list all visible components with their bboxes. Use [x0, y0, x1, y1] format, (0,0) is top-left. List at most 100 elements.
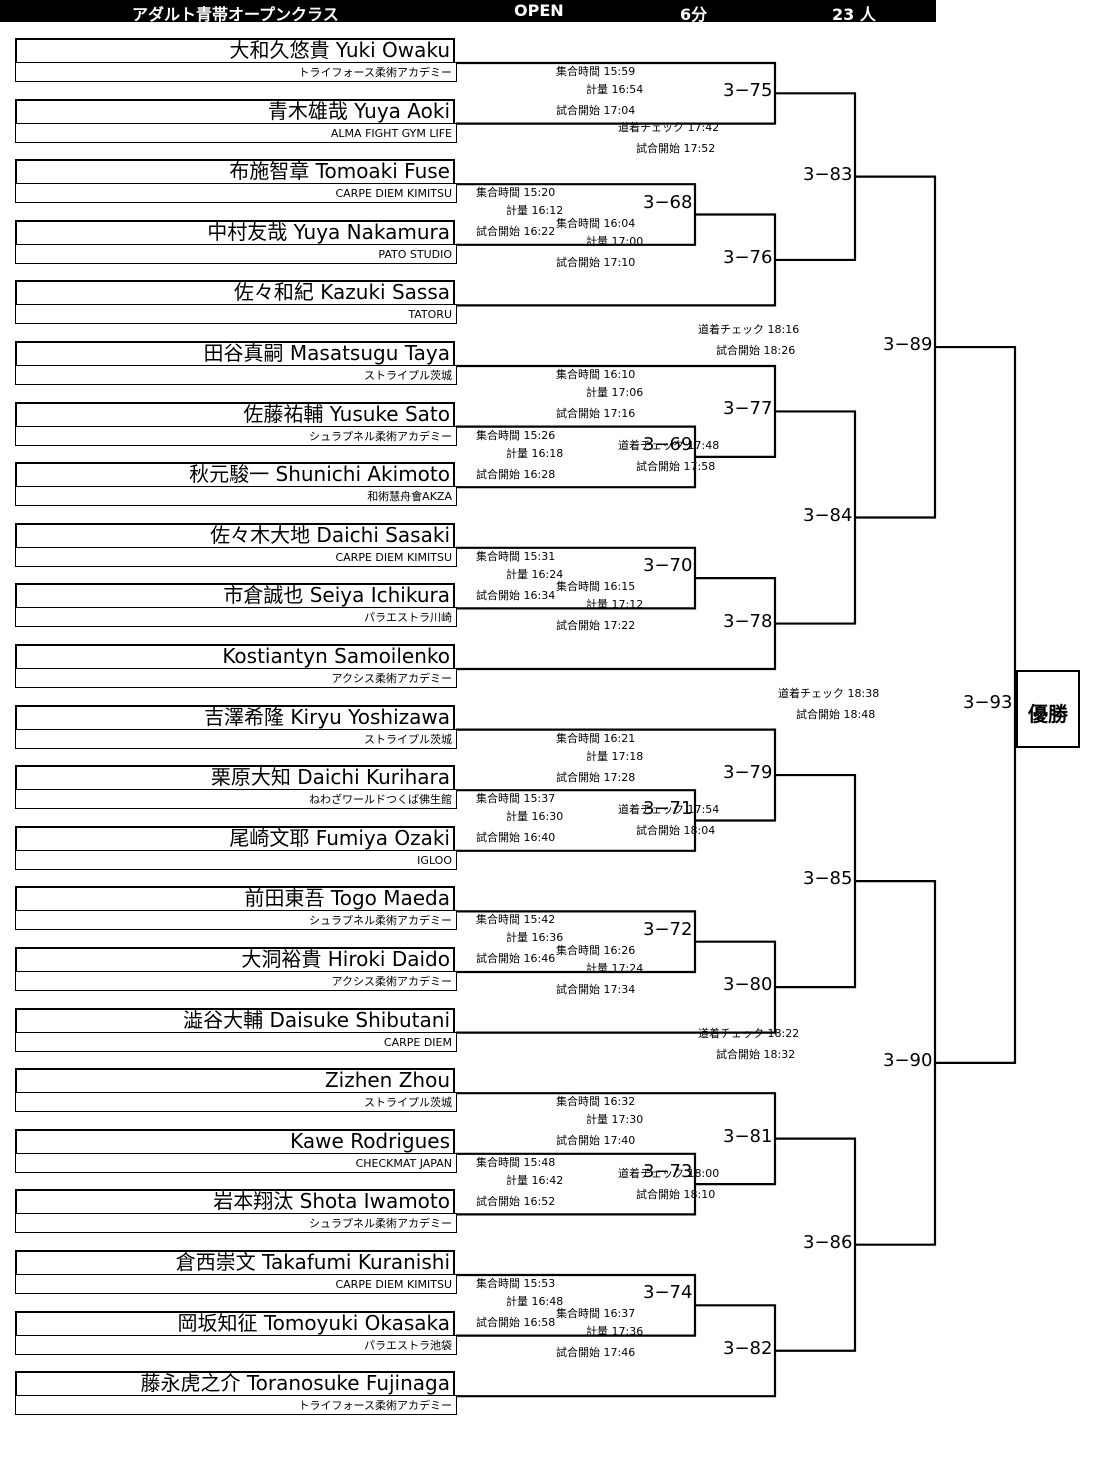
- match-schedule: 試合開始 16:46: [476, 952, 556, 966]
- competitor-name-box: 中村友哉 Yuya Nakamura: [15, 219, 455, 244]
- match-schedule: 計量 17:24: [586, 961, 644, 975]
- competitor-team: CHECKMAT JAPAN: [355, 1156, 452, 1170]
- competitor-team: アクシス柔術アカデミー: [331, 672, 452, 685]
- match-schedule: 試合開始 16:22: [476, 225, 556, 239]
- competitor-team: ねわざワールドつくば佛生館: [309, 793, 452, 807]
- match-id: 3−79: [723, 762, 773, 784]
- competitor-team: ストライプル茨城: [364, 1096, 452, 1110]
- competitor-team: ストライプル茨城: [364, 732, 452, 746]
- match-schedule: 試合開始 17:16: [556, 407, 636, 420]
- competitor-team-box: IGLOO: [15, 849, 457, 870]
- competitor-team-box: ストライプル茨城: [15, 728, 457, 749]
- bracket-line-final: [935, 345, 1017, 1065]
- match-schedule: 試合開始 17:10: [556, 255, 636, 269]
- competitor-team-box: TATORU: [15, 304, 457, 325]
- competitor-team: シュラプネル柔術アカデミー: [309, 429, 452, 443]
- competitor-team: 和術慧舟會AKZA: [367, 490, 452, 504]
- competitor-team-box: トライフォース柔術アカデミー: [15, 1395, 457, 1416]
- match-id: 3−74: [643, 1282, 693, 1304]
- competitor-name: 中村友哉 Yuya Nakamura: [207, 219, 450, 244]
- match-schedule: 集合時間 15:59: [556, 65, 636, 78]
- competitor-team: ALMA FIGHT GYM LIFE: [330, 126, 452, 140]
- match-id: 3−93: [963, 691, 1013, 713]
- competitor-team: アクシス柔術アカデミー: [331, 975, 452, 988]
- match-schedule: 試合開始 17:04: [556, 104, 636, 117]
- match-id: 3−69: [643, 433, 693, 455]
- match-schedule: 道着チェック 18:38: [778, 686, 880, 700]
- competitor-team: トライフォース柔術アカデミー: [298, 1399, 452, 1413]
- match-id: 3−71: [643, 797, 693, 819]
- competitor-name: 田谷真嗣 Masatsugu Taya: [203, 341, 450, 365]
- match-schedule: 試合開始 17:58: [636, 460, 716, 474]
- competitor-team-box: CARPE DIEM KIMITSU: [15, 1274, 457, 1294]
- match-id: 3−72: [643, 918, 693, 940]
- competitor-team: シュラプネル柔術アカデミー: [309, 1217, 452, 1231]
- match-schedule: 集合時間 15:53: [476, 1277, 556, 1290]
- match-schedule: 集合時間 16:10: [556, 368, 636, 381]
- competitor-name: 大和久悠貴 Yuki Owaku: [229, 38, 450, 62]
- match-schedule: 試合開始 18:32: [716, 1048, 796, 1062]
- competitor-team: TATORU: [408, 308, 452, 322]
- competitor-team: シュラプネル柔術アカデミー: [309, 914, 452, 928]
- match-schedule: 集合時間 16:04: [556, 216, 636, 230]
- competitor-name: 倉西崇文 Takafumi Kuranishi: [175, 1250, 450, 1274]
- competitor-name-box: 大洞裕貴 Hiroki Daido: [15, 947, 455, 971]
- match-id: 3−73: [643, 1161, 693, 1183]
- competitor-team-box: CARPE DIEM: [15, 1031, 457, 1052]
- match-schedule: 計量 16:30: [506, 810, 564, 824]
- match-id: 3−90: [883, 1049, 933, 1071]
- competitor-name: 澁谷大輔 Daisuke Shibutani: [183, 1007, 450, 1032]
- competitor-team: パラエストラ川崎: [364, 611, 452, 625]
- competitor-name-box: 秋元駿一 Shunichi Akimoto: [15, 462, 455, 487]
- match-schedule: 計量 17:06: [586, 386, 644, 399]
- competitor-name: 青木雄哉 Yuya Aoki: [267, 98, 450, 123]
- match-schedule: 集合時間 15:31: [476, 549, 556, 563]
- competitor-name: 布施智章 Tomoaki Fuse: [229, 159, 450, 184]
- match-id: 3−70: [643, 555, 693, 577]
- match-schedule: 計量 17:18: [586, 749, 644, 763]
- match-id: 3−89: [883, 334, 933, 356]
- match-schedule: 集合時間 16:37: [556, 1307, 636, 1321]
- match-schedule: 試合開始 16:40: [476, 831, 556, 845]
- competitor-name-box: 青木雄哉 Yuya Aoki: [15, 98, 455, 123]
- match-id: 3−77: [723, 398, 773, 420]
- match-id: 3−85: [803, 868, 853, 890]
- match-id: 3−80: [723, 974, 773, 996]
- competitor-name-box: 吉澤希隆 Kiryu Yoshizawa: [15, 704, 455, 729]
- match-schedule: 計量 16:12: [506, 204, 564, 218]
- match-schedule: 集合時間 16:21: [556, 731, 636, 745]
- match-id: 3−86: [803, 1231, 853, 1253]
- competitor-team: パラエストラ池袋: [364, 1338, 452, 1352]
- competitor-name-box: 佐々木大地 Daichi Sasaki: [15, 522, 455, 547]
- match-schedule: 計量 17:12: [586, 598, 644, 612]
- competitor-name: 市倉誠也 Seiya Ichikura: [223, 583, 450, 608]
- match-schedule: 計量 16:24: [506, 567, 564, 581]
- match-schedule: 集合時間 16:26: [556, 943, 636, 957]
- match-time: 6分: [680, 5, 708, 24]
- competitor-team-box: パラエストラ池袋: [15, 1334, 457, 1355]
- competitor-team-box: トライフォース柔術アカデミー: [15, 62, 457, 82]
- competitor-name-box: 尾崎文耶 Fumiya Ozaki: [15, 825, 455, 850]
- competitor-team: CARPE DIEM KIMITSU: [335, 1278, 452, 1291]
- competitor-name-box: 栗原大知 Daichi Kurihara: [15, 765, 455, 790]
- match-schedule: 試合開始 17:34: [556, 982, 636, 996]
- match-id: 3−76: [723, 246, 773, 268]
- competitor-team-box: シュラプネル柔術アカデミー: [15, 910, 457, 931]
- competitor-team: ストライプル茨城: [364, 369, 452, 382]
- match-id: 3−83: [803, 163, 853, 185]
- competitor-name: 秋元駿一 Shunichi Akimoto: [189, 462, 450, 487]
- match-schedule: 試合開始 17:52: [636, 142, 716, 156]
- match-schedule: 試合開始 18:04: [636, 824, 716, 838]
- competitor-team-box: 和術慧舟會AKZA: [15, 486, 457, 507]
- competitor-team-box: PATO STUDIO: [15, 243, 457, 264]
- competitor-name: 佐々木大地 Daichi Sasaki: [210, 522, 450, 547]
- competitor-team-box: アクシス柔術アカデミー: [15, 668, 457, 688]
- competitor-name-box: 澁谷大輔 Daisuke Shibutani: [15, 1007, 455, 1032]
- competitor-team: CARPE DIEM: [383, 1035, 452, 1049]
- match-schedule: 道着チェック 17:54: [618, 803, 720, 817]
- competitor-name-box: 大和久悠貴 Yuki Owaku: [15, 38, 455, 62]
- match-schedule: 試合開始 17:40: [556, 1134, 636, 1148]
- match-schedule: 計量 16:36: [506, 931, 564, 945]
- match-schedule: 道着チェック 18:16: [698, 322, 800, 336]
- match-schedule: 道着チェック 18:00: [618, 1166, 720, 1180]
